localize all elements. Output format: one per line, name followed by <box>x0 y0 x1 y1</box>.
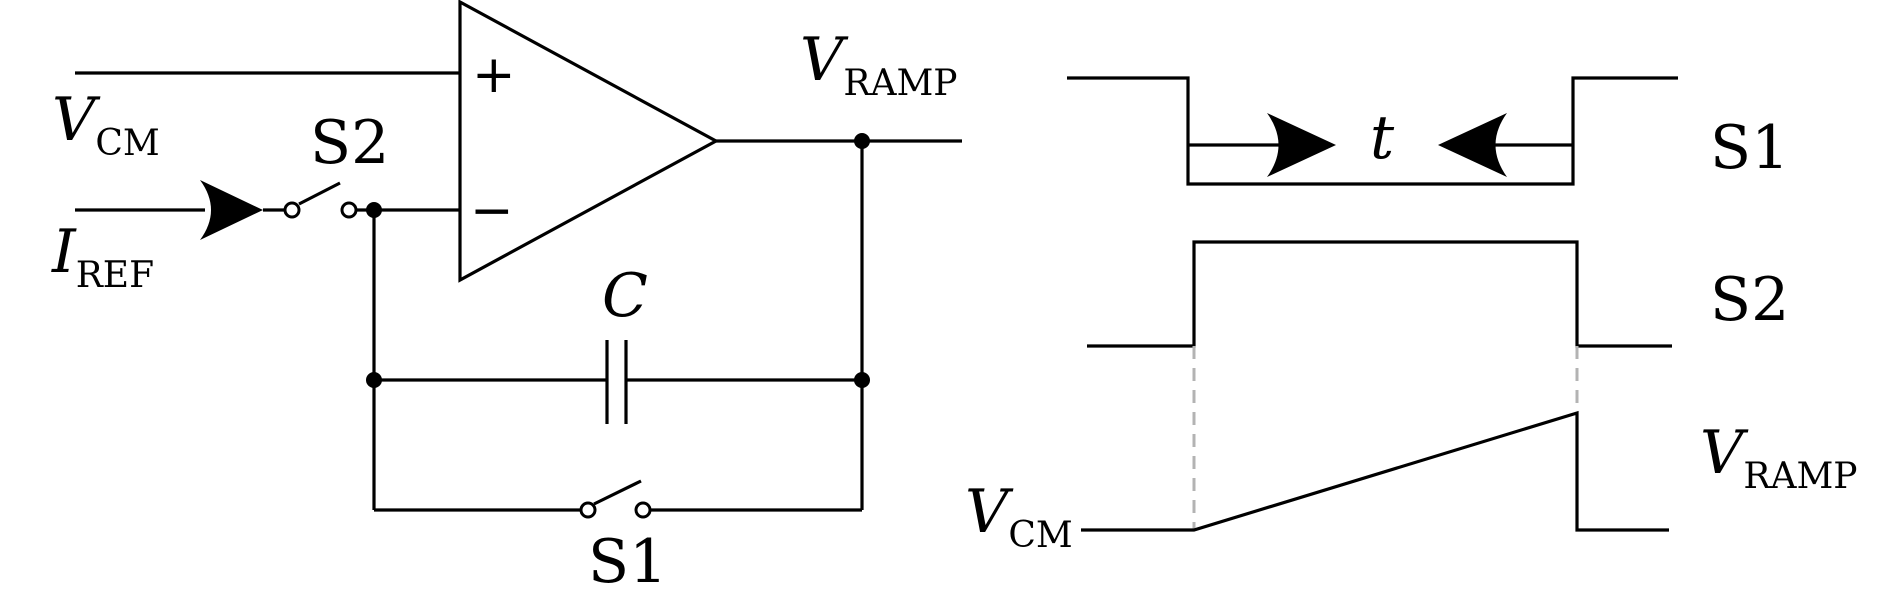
vramp-signal-label-main: V <box>1700 418 1749 488</box>
capacitor-label: C <box>602 261 648 331</box>
switch-s2-terminal-left <box>283 201 301 219</box>
switch-s1-label: S1 <box>588 527 667 597</box>
switch-s1-blade <box>593 479 642 506</box>
vcm-input-label-main: V <box>52 85 101 155</box>
cap-right-node-dot <box>854 372 870 388</box>
vcm-signal-label: VCM <box>965 477 1073 556</box>
iref-input-label-main: I <box>51 217 77 287</box>
vramp-waveform <box>1081 410 1669 532</box>
interval-arrow-left-icon <box>1438 113 1507 177</box>
opamp-body <box>458 0 720 283</box>
switch-s1-terminal-left <box>579 501 597 519</box>
iref-input-label: IREF <box>51 217 154 296</box>
switch-s2-blade <box>298 181 341 206</box>
switch-s2-label: S2 <box>310 108 389 178</box>
s2-waveform <box>1087 240 1672 348</box>
vramp-output-label: VRAMP <box>800 25 958 104</box>
timing-diagram: t S1 S2 VRAMP VCM <box>965 76 1858 556</box>
switch-s1-terminal-right <box>634 501 652 519</box>
switch-s2 <box>283 181 358 219</box>
vcm-signal-label-main: V <box>965 477 1014 547</box>
vramp-output-label-sub: RAMP <box>843 63 957 104</box>
vramp-signal-label-sub: RAMP <box>1743 456 1857 497</box>
interval-arrow-right-icon <box>1267 113 1336 177</box>
switch-s1 <box>579 479 652 519</box>
opamp: + − <box>458 0 720 283</box>
interval-label: t <box>1370 103 1395 173</box>
opamp-minus-sign: − <box>470 181 514 241</box>
circuit-schematic: VCM IREF S2 + − VRAMP <box>51 0 962 597</box>
cap-left-node-dot <box>366 372 382 388</box>
vcm-input-label-sub: CM <box>95 123 159 164</box>
vramp-signal-label: VRAMP <box>1700 418 1858 497</box>
switch-s2-terminal-right <box>340 201 358 219</box>
s1-signal-label: S1 <box>1710 113 1789 183</box>
opamp-plus-sign: + <box>472 45 516 105</box>
vramp-output-label-main: V <box>800 25 849 95</box>
iref-input-label-sub: REF <box>76 255 154 296</box>
iref-arrow-icon <box>200 180 263 240</box>
vcm-input-label: VCM <box>52 85 160 164</box>
s1-waveform <box>1067 76 1678 186</box>
s2-signal-label: S2 <box>1710 265 1789 335</box>
vcm-signal-label-sub: CM <box>1008 515 1072 556</box>
